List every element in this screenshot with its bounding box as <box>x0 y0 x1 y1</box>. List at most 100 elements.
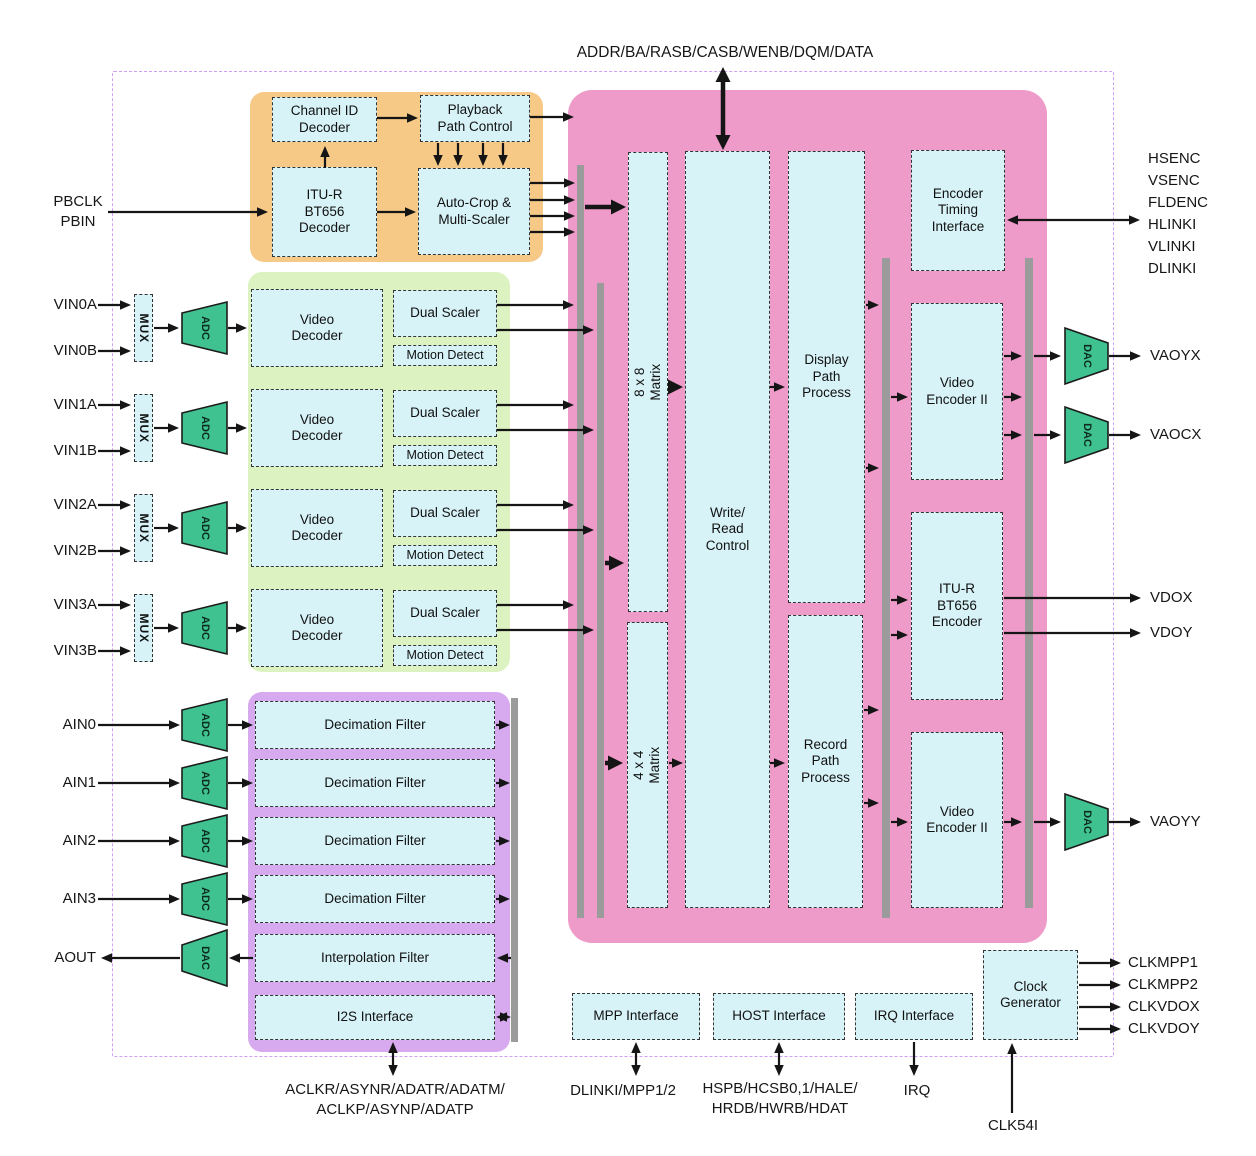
block-auto-crop-multi-scaler: Auto-Crop & Multi-Scaler <box>418 168 530 255</box>
signal-label-vin2a: VIN2A <box>53 496 97 513</box>
block-write-read-control: Write/ Read Control <box>685 151 770 908</box>
adc-audio-3: ADC <box>182 873 227 925</box>
signal-label-fldenc: FLDENC <box>1148 194 1209 211</box>
signal-label-aout: AOUT <box>54 949 96 966</box>
signal-label-audio-serial-1: ACLKR/ASYNR/ADATR/ADATM/ <box>285 1081 505 1098</box>
signal-label-clkvdox: CLKVDOX <box>1128 998 1200 1015</box>
block-display-path-process: Display Path Process <box>788 151 865 603</box>
signal-label-pbin: PBIN <box>60 213 96 230</box>
signal-label-host-pins-2: HRDB/HWRB/HDAT <box>711 1100 849 1117</box>
block-video-decoder-1: Video Decoder <box>251 389 383 467</box>
block-video-decoder-3: Video Decoder <box>251 589 383 667</box>
block-interpolation-filter: Interpolation Filter <box>255 934 495 982</box>
signal-label-vaocx: VAOCX <box>1150 426 1202 443</box>
bus-bar-a2 <box>597 283 604 918</box>
adc-label: ADC <box>198 616 211 640</box>
signal-label-vin0b: VIN0B <box>53 342 97 359</box>
audio-section-background <box>248 692 510 1052</box>
adc-label: ADC <box>198 829 211 853</box>
adc-label: ADC <box>198 771 211 795</box>
mux-0: MUX <box>134 294 153 362</box>
dac-vaocx: DAC <box>1065 407 1108 463</box>
block-dual-scaler-1: Dual Scaler <box>393 390 497 437</box>
signal-label-hlinki: HLINKI <box>1148 216 1197 233</box>
signal-label-vin2b: VIN2B <box>53 542 97 559</box>
signal-label-ain1: AIN1 <box>62 774 96 791</box>
signal-label-vdoy: VDOY <box>1150 624 1193 641</box>
mux-3: MUX <box>134 594 153 662</box>
dac-label: DAC <box>1080 423 1093 447</box>
signal-label-irq: IRQ <box>903 1082 931 1099</box>
block-4x4-matrix: 4 x 4 Matrix <box>627 622 668 908</box>
block-decimation-filter-2: Decimation Filter <box>255 817 495 865</box>
signal-label-host-pins-1: HSPB/HCSB0,1/HALE/ <box>702 1080 858 1097</box>
signal-label-vaoyy: VAOYY <box>1150 813 1201 830</box>
block-motion-detect-0: Motion Detect <box>393 345 497 366</box>
block-motion-detect-1: Motion Detect <box>393 445 497 466</box>
block-host-interface: HOST Interface <box>713 993 845 1040</box>
mux-1: MUX <box>134 394 153 462</box>
bus-bar-c <box>1025 258 1033 908</box>
signal-label-mpp-pins: DLINKI/MPP1/2 <box>570 1082 676 1099</box>
block-decimation-filter-3: Decimation Filter <box>255 875 495 923</box>
block-dual-scaler-0: Dual Scaler <box>393 290 497 337</box>
signal-label-dlinki: DLINKI <box>1148 260 1197 277</box>
memory-bus-label: ADDR/BA/RASB/CASB/WENB/DQM/DATA <box>576 44 874 61</box>
block-motion-detect-2: Motion Detect <box>393 545 497 566</box>
block-irq-interface: IRQ Interface <box>855 993 973 1040</box>
block-mpp-interface: MPP Interface <box>572 993 700 1040</box>
adc-audio-2: ADC <box>182 815 227 867</box>
block-video-encoder-ii-bottom: Video Encoder II <box>911 732 1003 908</box>
block-channel-id-decoder: Channel ID Decoder <box>272 97 377 142</box>
block-dual-scaler-2: Dual Scaler <box>393 490 497 537</box>
bus-bar-b <box>882 258 890 918</box>
signal-label-clkmpp2: CLKMPP2 <box>1128 976 1199 993</box>
dac-label: DAC <box>198 946 211 970</box>
signal-label-ain3: AIN3 <box>62 890 96 907</box>
mux-2: MUX <box>134 494 153 562</box>
dac-audio-out: DAC <box>182 932 227 984</box>
block-playback-path-control: Playback Path Control <box>420 95 530 142</box>
block-decimation-filter-1: Decimation Filter <box>255 759 495 807</box>
signal-label-pbclk: PBCLK <box>53 193 103 210</box>
adc-video-3: ADC <box>182 602 227 654</box>
block-video-decoder-2: Video Decoder <box>251 489 383 567</box>
block-encoder-timing-interface: Encoder Timing Interface <box>911 150 1005 271</box>
adc-video-2: ADC <box>182 502 227 554</box>
signal-label-ain2: AIN2 <box>62 832 96 849</box>
adc-label: ADC <box>198 416 211 440</box>
signal-label-clkvdoy: CLKVDOY <box>1128 1020 1200 1037</box>
block-itur-bt656-encoder: ITU-R BT656 Encoder <box>911 512 1003 700</box>
signal-label-ain0: AIN0 <box>62 716 96 733</box>
dac-vaoyy: DAC <box>1065 794 1108 850</box>
signal-label-hsenc: HSENC <box>1148 150 1201 167</box>
block-8x8-matrix: 8 x 8 Matrix <box>628 152 668 612</box>
dac-label: DAC <box>1080 810 1093 834</box>
signal-label-vlinki: VLINKI <box>1148 238 1196 255</box>
adc-audio-0: ADC <box>182 699 227 751</box>
signal-label-vin1b: VIN1B <box>53 442 97 459</box>
signal-label-vsenc: VSENC <box>1148 172 1200 189</box>
signal-label-audio-serial-2: ACLKP/ASYNP/ADATP <box>316 1101 474 1118</box>
signal-label-vin0a: VIN0A <box>53 296 97 313</box>
adc-label: ADC <box>198 516 211 540</box>
dac-label: DAC <box>1080 344 1093 368</box>
block-video-decoder-0: Video Decoder <box>251 289 383 367</box>
signal-label-clkmpp1: CLKMPP1 <box>1128 954 1199 971</box>
block-video-encoder-ii-top: Video Encoder II <box>911 303 1003 480</box>
block-itur-bt656-decoder: ITU-R BT656 Decoder <box>272 167 377 257</box>
block-i2s-interface: I2S Interface <box>255 995 495 1040</box>
signal-label-vaoyx: VAOYX <box>1150 347 1201 364</box>
adc-label: ADC <box>198 887 211 911</box>
chip-outline <box>112 71 1114 1057</box>
adc-video-1: ADC <box>182 402 227 454</box>
adc-video-0: ADC <box>182 302 227 354</box>
signal-label-vin3a: VIN3A <box>53 596 97 613</box>
block-decimation-filter-0: Decimation Filter <box>255 701 495 749</box>
dac-vaoyx: DAC <box>1065 328 1108 384</box>
block-dual-scaler-3: Dual Scaler <box>393 590 497 637</box>
audio-bus-bar <box>511 698 518 1042</box>
signal-label-clk54i: CLK54I <box>987 1117 1039 1134</box>
